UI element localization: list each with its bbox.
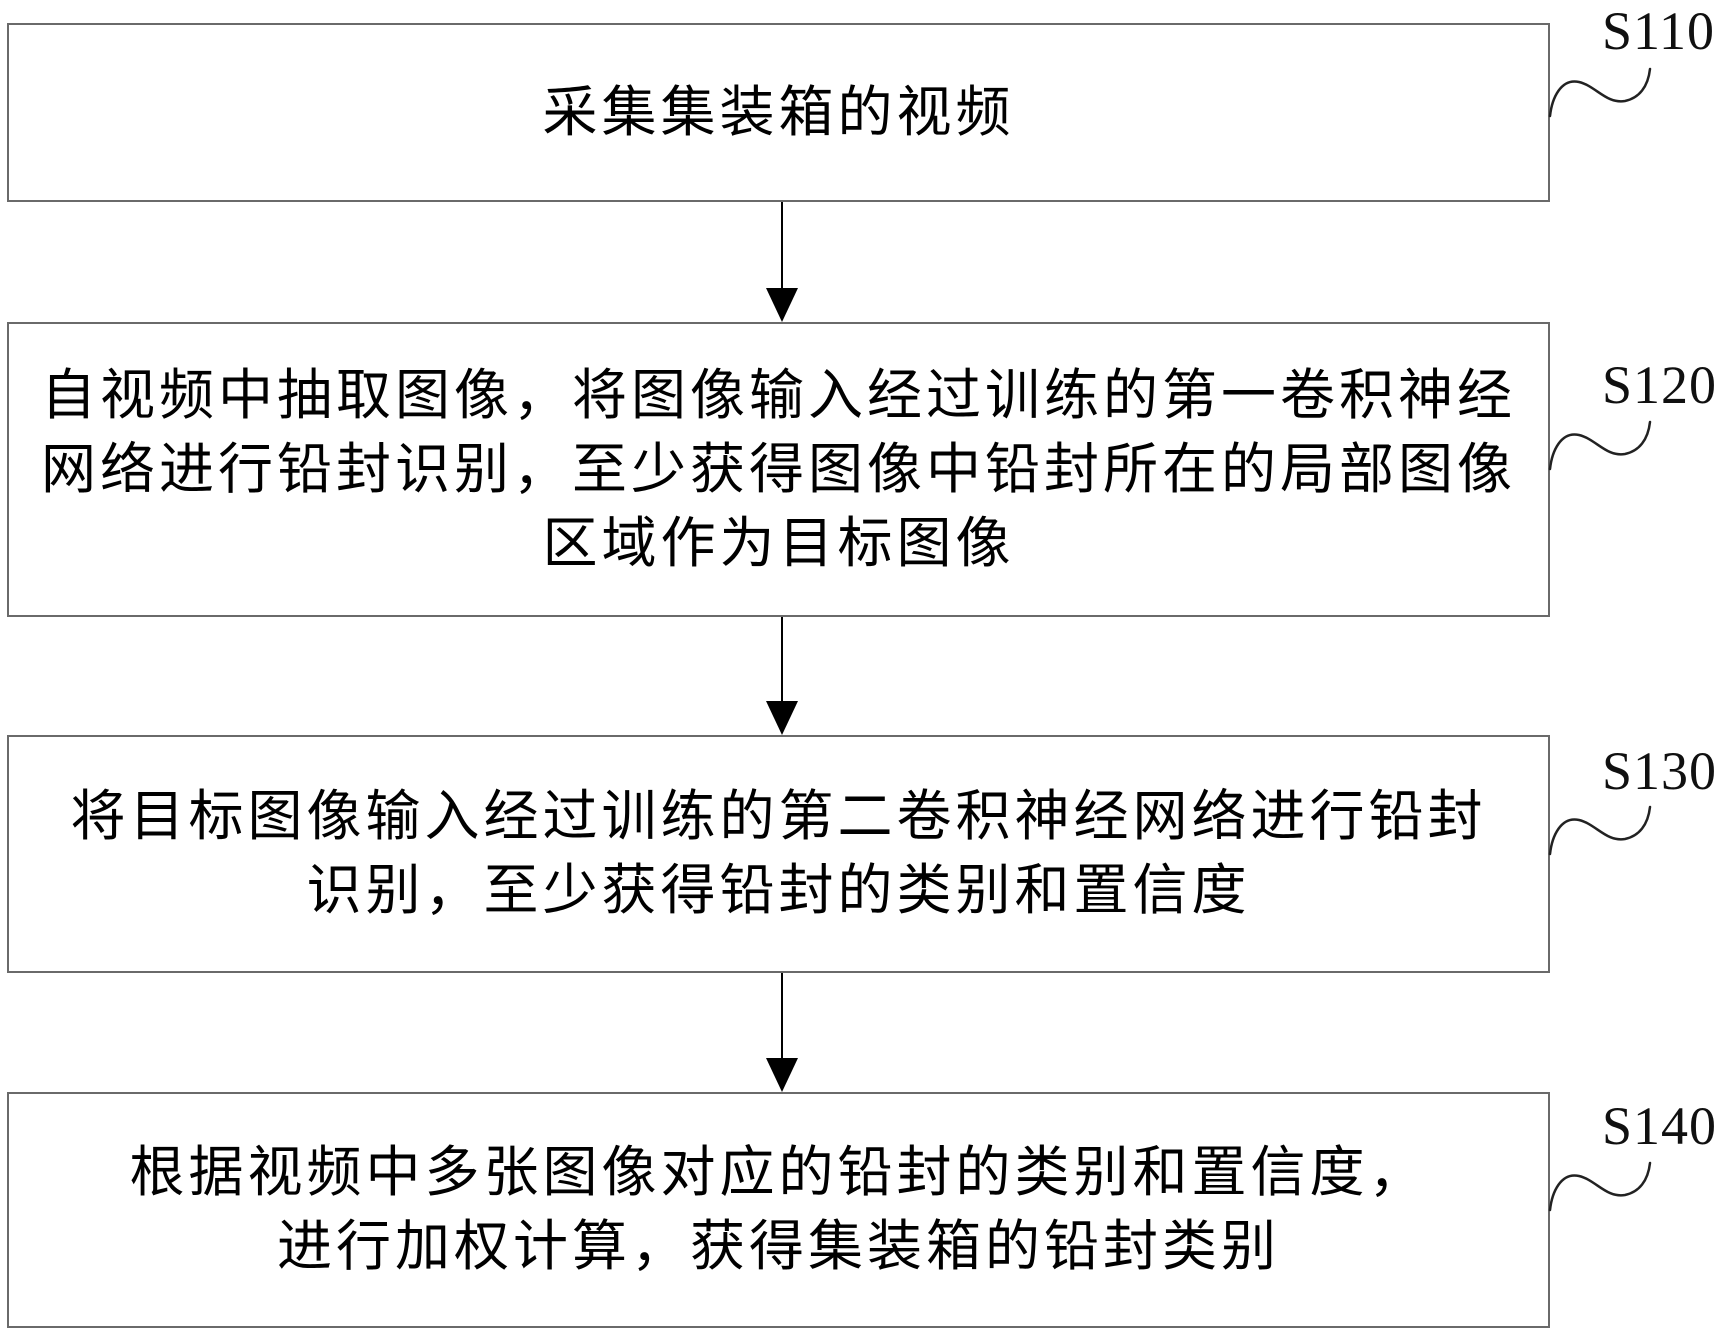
step-box-s140: 根据视频中多张图像对应的铅封的类别和置信度， 进行加权计算，获得集装箱的铅封类别 [7, 1092, 1550, 1328]
step-text-line: 自视频中抽取图像，将图像输入经过训练的第一卷积神经 [40, 364, 1516, 426]
connector-squiggle-s110 [1548, 67, 1652, 118]
arrow-head-icon [766, 288, 798, 322]
step-text-line: 识别，至少获得铅封的类别和置信度 [306, 860, 1251, 921]
step-text-line: 根据视频中多张图像对应的铅封的类别和置信度， [129, 1142, 1428, 1203]
step-label-s140: S140 [1602, 1096, 1718, 1156]
flow-arrow-3 [766, 973, 798, 1092]
arrow-shaft [781, 973, 783, 1060]
step-text-line: 网络进行铅封识别，至少获得图像中铅封所在的局部图像 [40, 438, 1516, 500]
flow-arrow-1 [766, 202, 798, 322]
step-text-line: 采集集装箱的视频 [542, 81, 1015, 143]
step-text-line: 进行加权计算，获得集装箱的铅封类别 [276, 1216, 1280, 1277]
step-text-line: 区域作为目标图像 [542, 512, 1015, 574]
step-label-s130: S130 [1602, 741, 1718, 801]
connector-squiggle-s130 [1548, 805, 1652, 856]
step-box-s120: 自视频中抽取图像，将图像输入经过训练的第一卷积神经 网络进行铅封识别，至少获得图… [7, 322, 1550, 617]
arrow-shaft [781, 617, 783, 703]
arrow-head-icon [766, 701, 798, 735]
connector-squiggle-s120 [1548, 420, 1652, 471]
step-text-line: 将目标图像输入经过训练的第二卷积神经网络进行铅封 [70, 786, 1487, 847]
step-label-s110: S110 [1602, 1, 1716, 61]
step-label-s120: S120 [1602, 355, 1718, 415]
arrow-head-icon [766, 1058, 798, 1092]
flow-arrow-2 [766, 617, 798, 735]
connector-squiggle-s140 [1548, 1161, 1652, 1212]
step-box-s110: 采集集装箱的视频 [7, 23, 1550, 202]
step-box-s130: 将目标图像输入经过训练的第二卷积神经网络进行铅封 识别，至少获得铅封的类别和置信… [7, 735, 1550, 973]
arrow-shaft [781, 202, 783, 290]
